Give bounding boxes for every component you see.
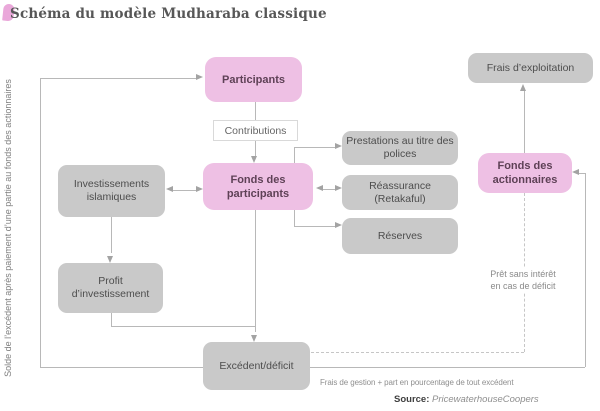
connector-fonds-reassurance xyxy=(322,189,336,190)
arrow-into-reserves xyxy=(335,222,342,228)
node-reassurance-label: Réassurance (Retakaful) xyxy=(369,179,431,205)
connector-branch-down-h xyxy=(294,226,335,227)
node-contributions-label: Contributions xyxy=(224,124,287,137)
arrow-into-participants xyxy=(196,74,203,80)
connector-pret-dashed-h xyxy=(311,352,524,353)
connector-feedback-top xyxy=(40,78,197,79)
connector-feedback-bottom xyxy=(40,367,203,368)
arrow-into-fonds-right xyxy=(316,185,323,191)
source-line: Source: PricewaterhouseCoopers xyxy=(394,394,539,405)
node-contributions: Contributions xyxy=(213,120,298,141)
connector-excedent-right xyxy=(310,367,585,368)
node-fonds-actionnaires: Fonds des actionnaires xyxy=(478,153,572,193)
node-investissements-label: Investissements islamiques xyxy=(73,178,150,203)
arrow-into-reassurance xyxy=(335,185,342,191)
arrow-into-prestations xyxy=(335,143,342,149)
connector-actionnaires-frais xyxy=(524,91,525,153)
connector-feedback-left xyxy=(40,78,41,367)
connector-branch-down-v xyxy=(294,210,295,226)
node-participants-label: Participants xyxy=(222,73,285,86)
left-axis-caption: Solde de l’excédent après paiement d’une… xyxy=(3,79,13,377)
node-profit-label: Profit d’investissement xyxy=(71,275,150,300)
node-excedent-label: Excédent/déficit xyxy=(219,359,294,372)
arrow-into-investissements xyxy=(166,186,173,192)
node-excedent: Excédent/déficit xyxy=(203,342,310,390)
connector-into-actionnaires xyxy=(579,173,585,174)
node-profit: Profit d’investissement xyxy=(58,263,163,313)
arrow-into-actionnaires xyxy=(572,169,579,175)
arrow-into-excedent xyxy=(251,335,257,342)
page-title: Schéma du modèle Mudharaba classique xyxy=(10,6,327,22)
connector-branch-up-v xyxy=(294,147,295,163)
connector-profit-stub xyxy=(111,313,112,326)
node-fonds-participants-label: Fonds des participants xyxy=(226,173,290,200)
connector-participants-contributions xyxy=(255,102,256,120)
node-reserves-label: Réserves xyxy=(377,229,423,242)
source-value: PricewaterhouseCoopers xyxy=(432,394,539,405)
connector-invest-fonds xyxy=(172,190,197,191)
node-fonds-actionnaires-label: Fonds des actionnaires xyxy=(492,160,558,186)
connector-invest-profit xyxy=(111,217,112,253)
connector-contributions-fonds xyxy=(255,141,256,157)
node-investissements: Investissements islamiques xyxy=(58,165,165,217)
node-prestations: Prestations au titre des polices xyxy=(342,131,458,165)
frais-gestion-annotation: Frais de gestion + part en pourcentage d… xyxy=(320,378,514,387)
node-prestations-label: Prestations au titre des polices xyxy=(346,135,454,160)
node-reserves: Réserves xyxy=(342,218,458,254)
node-participants: Participants xyxy=(205,57,302,102)
node-frais-exploitation: Frais d’exploitation xyxy=(468,53,593,83)
node-reassurance: Réassurance (Retakaful) xyxy=(342,175,458,210)
arrow-into-fonds-participants xyxy=(251,156,257,163)
node-frais-exploitation-label: Frais d’exploitation xyxy=(486,61,575,74)
arrow-into-frais-exploitation xyxy=(520,84,526,91)
pret-annotation: Prêt sans intérêt en cas de déficit xyxy=(486,268,560,292)
arrow-into-profit xyxy=(107,256,113,263)
connector-right-vertical xyxy=(585,173,586,367)
node-fonds-participants: Fonds des participants xyxy=(203,163,313,210)
connector-fonds-excedent xyxy=(255,210,256,332)
arrow-into-fonds-left xyxy=(196,186,203,192)
source-label: Source: xyxy=(394,394,430,405)
connector-branch-up-h xyxy=(294,147,335,148)
connector-profit-join xyxy=(111,326,255,327)
